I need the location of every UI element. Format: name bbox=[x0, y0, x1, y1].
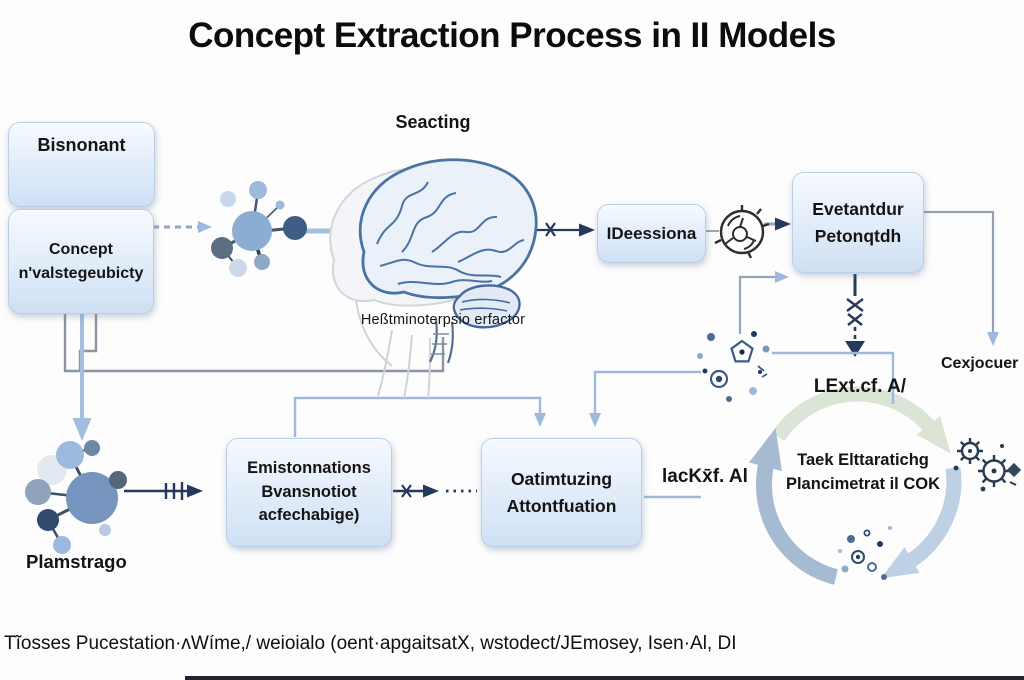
node-label: acfechabige) bbox=[258, 506, 360, 525]
node-ideessiona: IDeessiona bbox=[597, 204, 706, 263]
brain-ghost-neck bbox=[355, 299, 431, 399]
node-evetantdur: Evetantdur Petonqtdh bbox=[792, 172, 924, 273]
node-label: Petonqtdh bbox=[814, 225, 902, 246]
node-label: Oatimtuzing bbox=[510, 469, 613, 490]
cexjocuer-label: Cexjocuer bbox=[941, 355, 1019, 372]
brain-caption-label: Heßtminoterpsio erfactor bbox=[360, 312, 526, 328]
brain-title-label: Seacting bbox=[395, 112, 471, 132]
arrow-cluster-evetantdur bbox=[738, 271, 789, 334]
brainstem bbox=[429, 319, 454, 364]
node-label: Bvansnotiot bbox=[261, 482, 357, 501]
bubble-dots-icon bbox=[838, 526, 892, 580]
cycle-center-line2: Plancimetrat il COK bbox=[785, 474, 941, 493]
node-oatimtuzing: Oatimtuzing Attontfuation bbox=[481, 438, 642, 547]
particle-dots-icon bbox=[697, 331, 770, 402]
cycle-left-label: lacKx̄f. Al bbox=[662, 466, 748, 487]
diagram-title: Concept Extraction Process in II Models bbox=[188, 16, 836, 55]
tick-marks bbox=[164, 482, 184, 500]
bottom-edge-bar bbox=[185, 676, 1024, 680]
arrow-cluster-oatimtuzing bbox=[589, 370, 701, 427]
molecule-network-icon bbox=[25, 440, 127, 554]
cycle-arc-top bbox=[771, 386, 951, 454]
node-label: Concept bbox=[49, 241, 113, 259]
arrow-evetantdur-cexjocuer bbox=[922, 210, 999, 346]
node-label: Emistonnations bbox=[247, 458, 371, 477]
cerebellum bbox=[452, 284, 521, 329]
node-label: Bisnonant bbox=[37, 135, 126, 155]
cycle-center-line1: Taek Elttaratichg bbox=[797, 451, 929, 469]
footer-caption: Tĩosses Pucestation·ʌWíme,/ weioialo (oe… bbox=[4, 633, 737, 654]
node-concept: Concept n'valstegeubicty bbox=[8, 209, 154, 314]
arrow-emistonnations-top bbox=[293, 396, 546, 437]
node-label: IDeessiona bbox=[606, 223, 697, 243]
node-label: Evetantdur bbox=[812, 199, 904, 220]
brain-icon bbox=[329, 158, 538, 399]
gears-icon bbox=[953, 438, 1022, 492]
x-marks bbox=[401, 484, 412, 498]
node-label: n'valstegeubicty bbox=[18, 264, 144, 282]
cycle-arrows bbox=[749, 386, 962, 585]
cycle-arc-right bbox=[881, 466, 962, 579]
molecule-network-icon bbox=[211, 181, 307, 277]
x-marks bbox=[545, 222, 556, 237]
node-bisnonant: Bisnonant bbox=[8, 122, 155, 207]
cycle-center-label: Taek Elttaratichg Plancimetrat il COK bbox=[768, 449, 958, 497]
arrow-evetantdur-lext bbox=[845, 274, 865, 357]
node-label: Attontfuation bbox=[506, 495, 617, 516]
node-emistonnations: Emistonnations Bvansnotiot acfechabige) bbox=[226, 438, 392, 547]
cycle-top-label: LExt.cf. A/ bbox=[813, 376, 907, 397]
molecule-label: Plamstrago bbox=[26, 551, 127, 572]
cycle-arc-left bbox=[749, 428, 839, 585]
sketch-gear-icon bbox=[714, 205, 770, 259]
line-cluster-cycle bbox=[772, 351, 895, 404]
